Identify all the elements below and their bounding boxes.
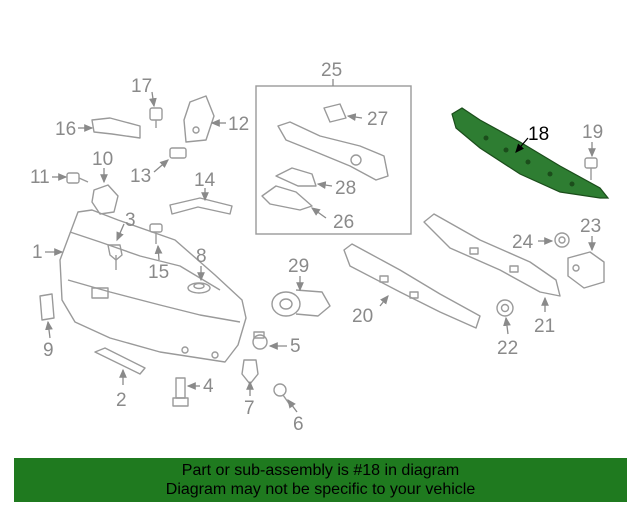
callout-3: 3 <box>125 210 136 231</box>
part-retainer-6[interactable] <box>273 383 291 406</box>
callout-29: 29 <box>288 256 309 277</box>
callout-12: 12 <box>228 114 249 135</box>
callout-9: 9 <box>43 340 54 361</box>
part-bumper-cover[interactable] <box>59 209 247 363</box>
part-clip-10[interactable] <box>91 184 119 215</box>
part-clip-7[interactable] <box>241 359 259 385</box>
part-clip-27[interactable] <box>323 103 347 123</box>
part-sensor-29[interactable] <box>271 289 331 317</box>
callout-7: 7 <box>244 398 255 419</box>
banner-line-part: Part or sub-assembly is #18 in diagram <box>181 462 460 479</box>
callout-2: 2 <box>116 390 127 411</box>
part-reflector[interactable] <box>94 347 146 375</box>
callout-6: 6 <box>293 414 304 435</box>
part-bracket-14[interactable] <box>169 197 233 215</box>
part-retainer-25[interactable] <box>277 121 389 181</box>
part-bracket-23[interactable] <box>567 251 605 289</box>
callout-19: 19 <box>582 122 603 143</box>
callout-5: 5 <box>290 336 301 357</box>
callout-24: 24 <box>512 232 534 253</box>
callout-11: 11 <box>30 167 50 188</box>
callout-4: 4 <box>203 376 214 397</box>
part-bolt-15[interactable] <box>149 223 163 244</box>
callout-10: 10 <box>92 149 113 170</box>
banner-line-disclaimer: Diagram may not be specific to your vehi… <box>165 481 476 498</box>
callout-28: 28 <box>335 178 356 199</box>
callout-21: 21 <box>534 316 555 337</box>
callout-8: 8 <box>196 246 207 267</box>
callout-16: 16 <box>55 119 76 140</box>
part-clip-3[interactable] <box>107 244 123 270</box>
part-bracket-28[interactable] <box>275 167 317 187</box>
callout-14: 14 <box>194 170 216 191</box>
part-bolt-17[interactable] <box>149 107 163 128</box>
part-bracket-12[interactable] <box>183 95 215 143</box>
callout-17: 17 <box>131 76 152 97</box>
callout-27: 27 <box>367 109 388 130</box>
callout-23: 23 <box>580 216 601 237</box>
part-nut-24[interactable] <box>554 232 570 248</box>
part-nut-22[interactable] <box>496 299 514 317</box>
part-bracket-26[interactable] <box>261 185 313 211</box>
part-nut-8[interactable] <box>187 282 211 294</box>
callout-15: 15 <box>148 262 169 283</box>
callout-1: 1 <box>32 242 43 263</box>
part-screw-11[interactable] <box>66 172 89 184</box>
part-bolt-4[interactable] <box>172 377 189 407</box>
part-bracket-16[interactable] <box>91 117 141 139</box>
part-bracket-9[interactable] <box>39 293 55 321</box>
part-screw-19[interactable] <box>584 157 598 180</box>
callout-26: 26 <box>333 212 354 233</box>
callout-22: 22 <box>497 338 518 359</box>
part-grommet-5[interactable] <box>252 331 268 350</box>
part-info-banner: Part or sub-assembly is #18 in diagram D… <box>14 458 627 502</box>
callout-25: 25 <box>321 60 342 81</box>
part-screw-13[interactable] <box>169 147 187 159</box>
part-energy-absorber-18[interactable] <box>451 107 610 199</box>
parts-diagram: 1 2 3 4 5 6 7 8 9 10 11 12 13 14 15 16 1… <box>30 60 610 435</box>
part-reinforcement-20[interactable] <box>343 243 481 329</box>
callout-13: 13 <box>130 166 151 187</box>
callout-20: 20 <box>352 306 373 327</box>
callout-18: 18 <box>528 124 549 145</box>
part-reinforcement-21[interactable] <box>423 213 561 297</box>
